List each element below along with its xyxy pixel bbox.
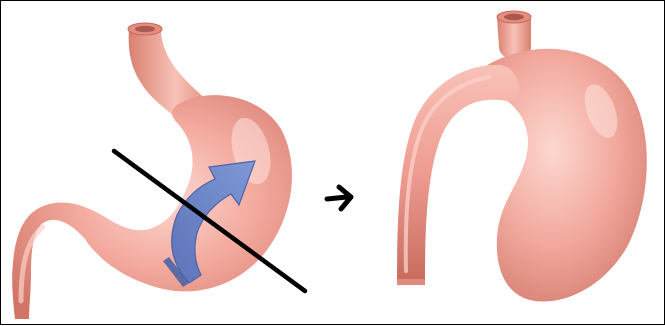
transition-arrow-icon [327, 187, 351, 209]
modified-stomach [397, 11, 647, 302]
original-stomach [12, 23, 305, 319]
